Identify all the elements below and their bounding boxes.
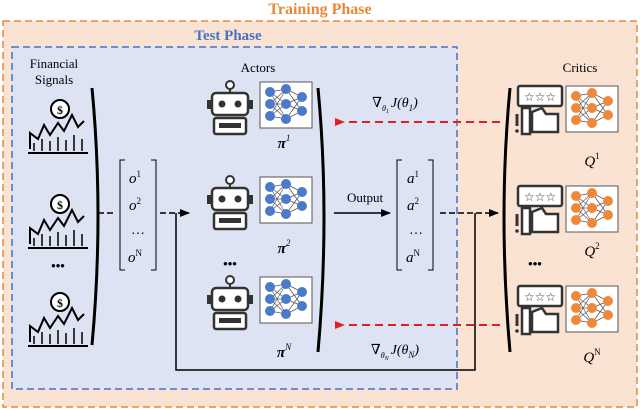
- observation-vector: o1 o2 … oN: [119, 159, 157, 271]
- critic-2: ☆☆☆ Q2: [515, 184, 619, 260]
- critic-network-icon: [565, 85, 619, 133]
- action-vector: a1 a2 … aN: [396, 159, 434, 271]
- actor-network-icon: [259, 176, 313, 224]
- gradient-label-n: ∇θNJ(θN): [371, 343, 420, 362]
- critic-1: ☆☆☆ Q1: [515, 84, 619, 170]
- financial-signals-label-2: Signals: [35, 72, 73, 87]
- policy-label-n: πN: [277, 342, 292, 361]
- actors-label: Actors: [241, 60, 276, 75]
- critic-network-icon: [565, 285, 619, 333]
- obs-entry-4: oN: [128, 248, 143, 266]
- obs-entry-3: …: [131, 223, 145, 238]
- act-entry-1: a1: [407, 169, 419, 187]
- critics-label: Critics: [563, 60, 598, 75]
- robot-icon: [207, 275, 253, 331]
- rating-thumb-icon: ☆☆☆: [515, 84, 564, 136]
- actor-network-icon: [259, 81, 313, 129]
- svg-text:$: $: [57, 198, 63, 212]
- svg-text:☆☆☆: ☆☆☆: [524, 190, 556, 204]
- robot-icon: [207, 80, 253, 136]
- critics-ellipsis: •••: [528, 256, 542, 271]
- actor-network-icon: [259, 276, 313, 324]
- svg-text:$: $: [57, 296, 63, 310]
- gradient-label-1: ∇θ1J(θ1): [372, 96, 418, 115]
- financial-chart-icon-1: $: [28, 99, 88, 154]
- output-label: Output: [347, 190, 384, 205]
- rating-thumb-icon: ☆☆☆: [515, 284, 564, 336]
- q-label-2: Q2: [584, 241, 599, 260]
- q-label-1: Q1: [584, 151, 599, 170]
- financial-signals-label-1: Financial: [30, 56, 79, 71]
- act-entry-3: …: [409, 223, 423, 238]
- actors-ellipsis: •••: [223, 256, 237, 271]
- actor-n: πN: [207, 275, 313, 361]
- test-phase-title: Test Phase: [194, 28, 262, 44]
- svg-text:☆☆☆: ☆☆☆: [524, 90, 556, 104]
- actor-1: π1: [207, 80, 313, 152]
- signals-ellipsis: •••: [51, 258, 65, 273]
- obs-entry-1: o1: [129, 169, 141, 187]
- act-entry-4: aN: [406, 248, 421, 266]
- svg-text:☆☆☆: ☆☆☆: [524, 290, 556, 304]
- act-entry-2: a2: [407, 196, 419, 214]
- critic-network-icon: [565, 185, 619, 233]
- critic-n: ☆☆☆ QN: [515, 284, 619, 366]
- feedback-loop-line: [175, 213, 476, 371]
- q-label-n: QN: [583, 347, 601, 366]
- training-phase-title: Training Phase: [268, 1, 371, 18]
- actor-2: π2: [207, 175, 313, 257]
- rating-thumb-icon: ☆☆☆: [515, 184, 564, 236]
- financial-chart-icon-2: $: [28, 194, 88, 249]
- financial-chart-icon-3: $: [28, 292, 88, 347]
- policy-label-1: π1: [278, 133, 291, 152]
- obs-entry-2: o2: [129, 196, 141, 214]
- signals-paren: [90, 87, 100, 346]
- critics-paren: [502, 87, 512, 353]
- actors-paren: [316, 87, 326, 353]
- policy-label-2: π2: [278, 238, 291, 257]
- robot-icon: [207, 175, 253, 231]
- svg-text:$: $: [57, 103, 63, 117]
